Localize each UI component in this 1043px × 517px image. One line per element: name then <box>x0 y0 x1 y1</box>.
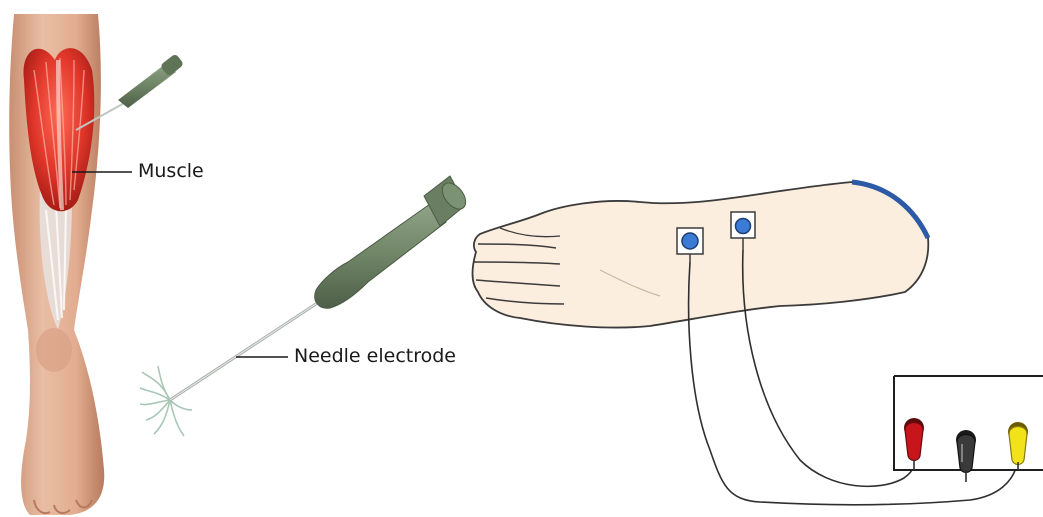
muscle-label: Muscle <box>138 160 204 182</box>
needle-tip-fibers <box>140 366 192 436</box>
forearm-icon <box>473 182 929 328</box>
needle-electrode-label: Needle electrode <box>294 345 456 367</box>
black-jack-icon <box>956 430 976 482</box>
leg-anatomy-icon <box>9 14 104 515</box>
needle-electrode-icon <box>140 176 470 436</box>
